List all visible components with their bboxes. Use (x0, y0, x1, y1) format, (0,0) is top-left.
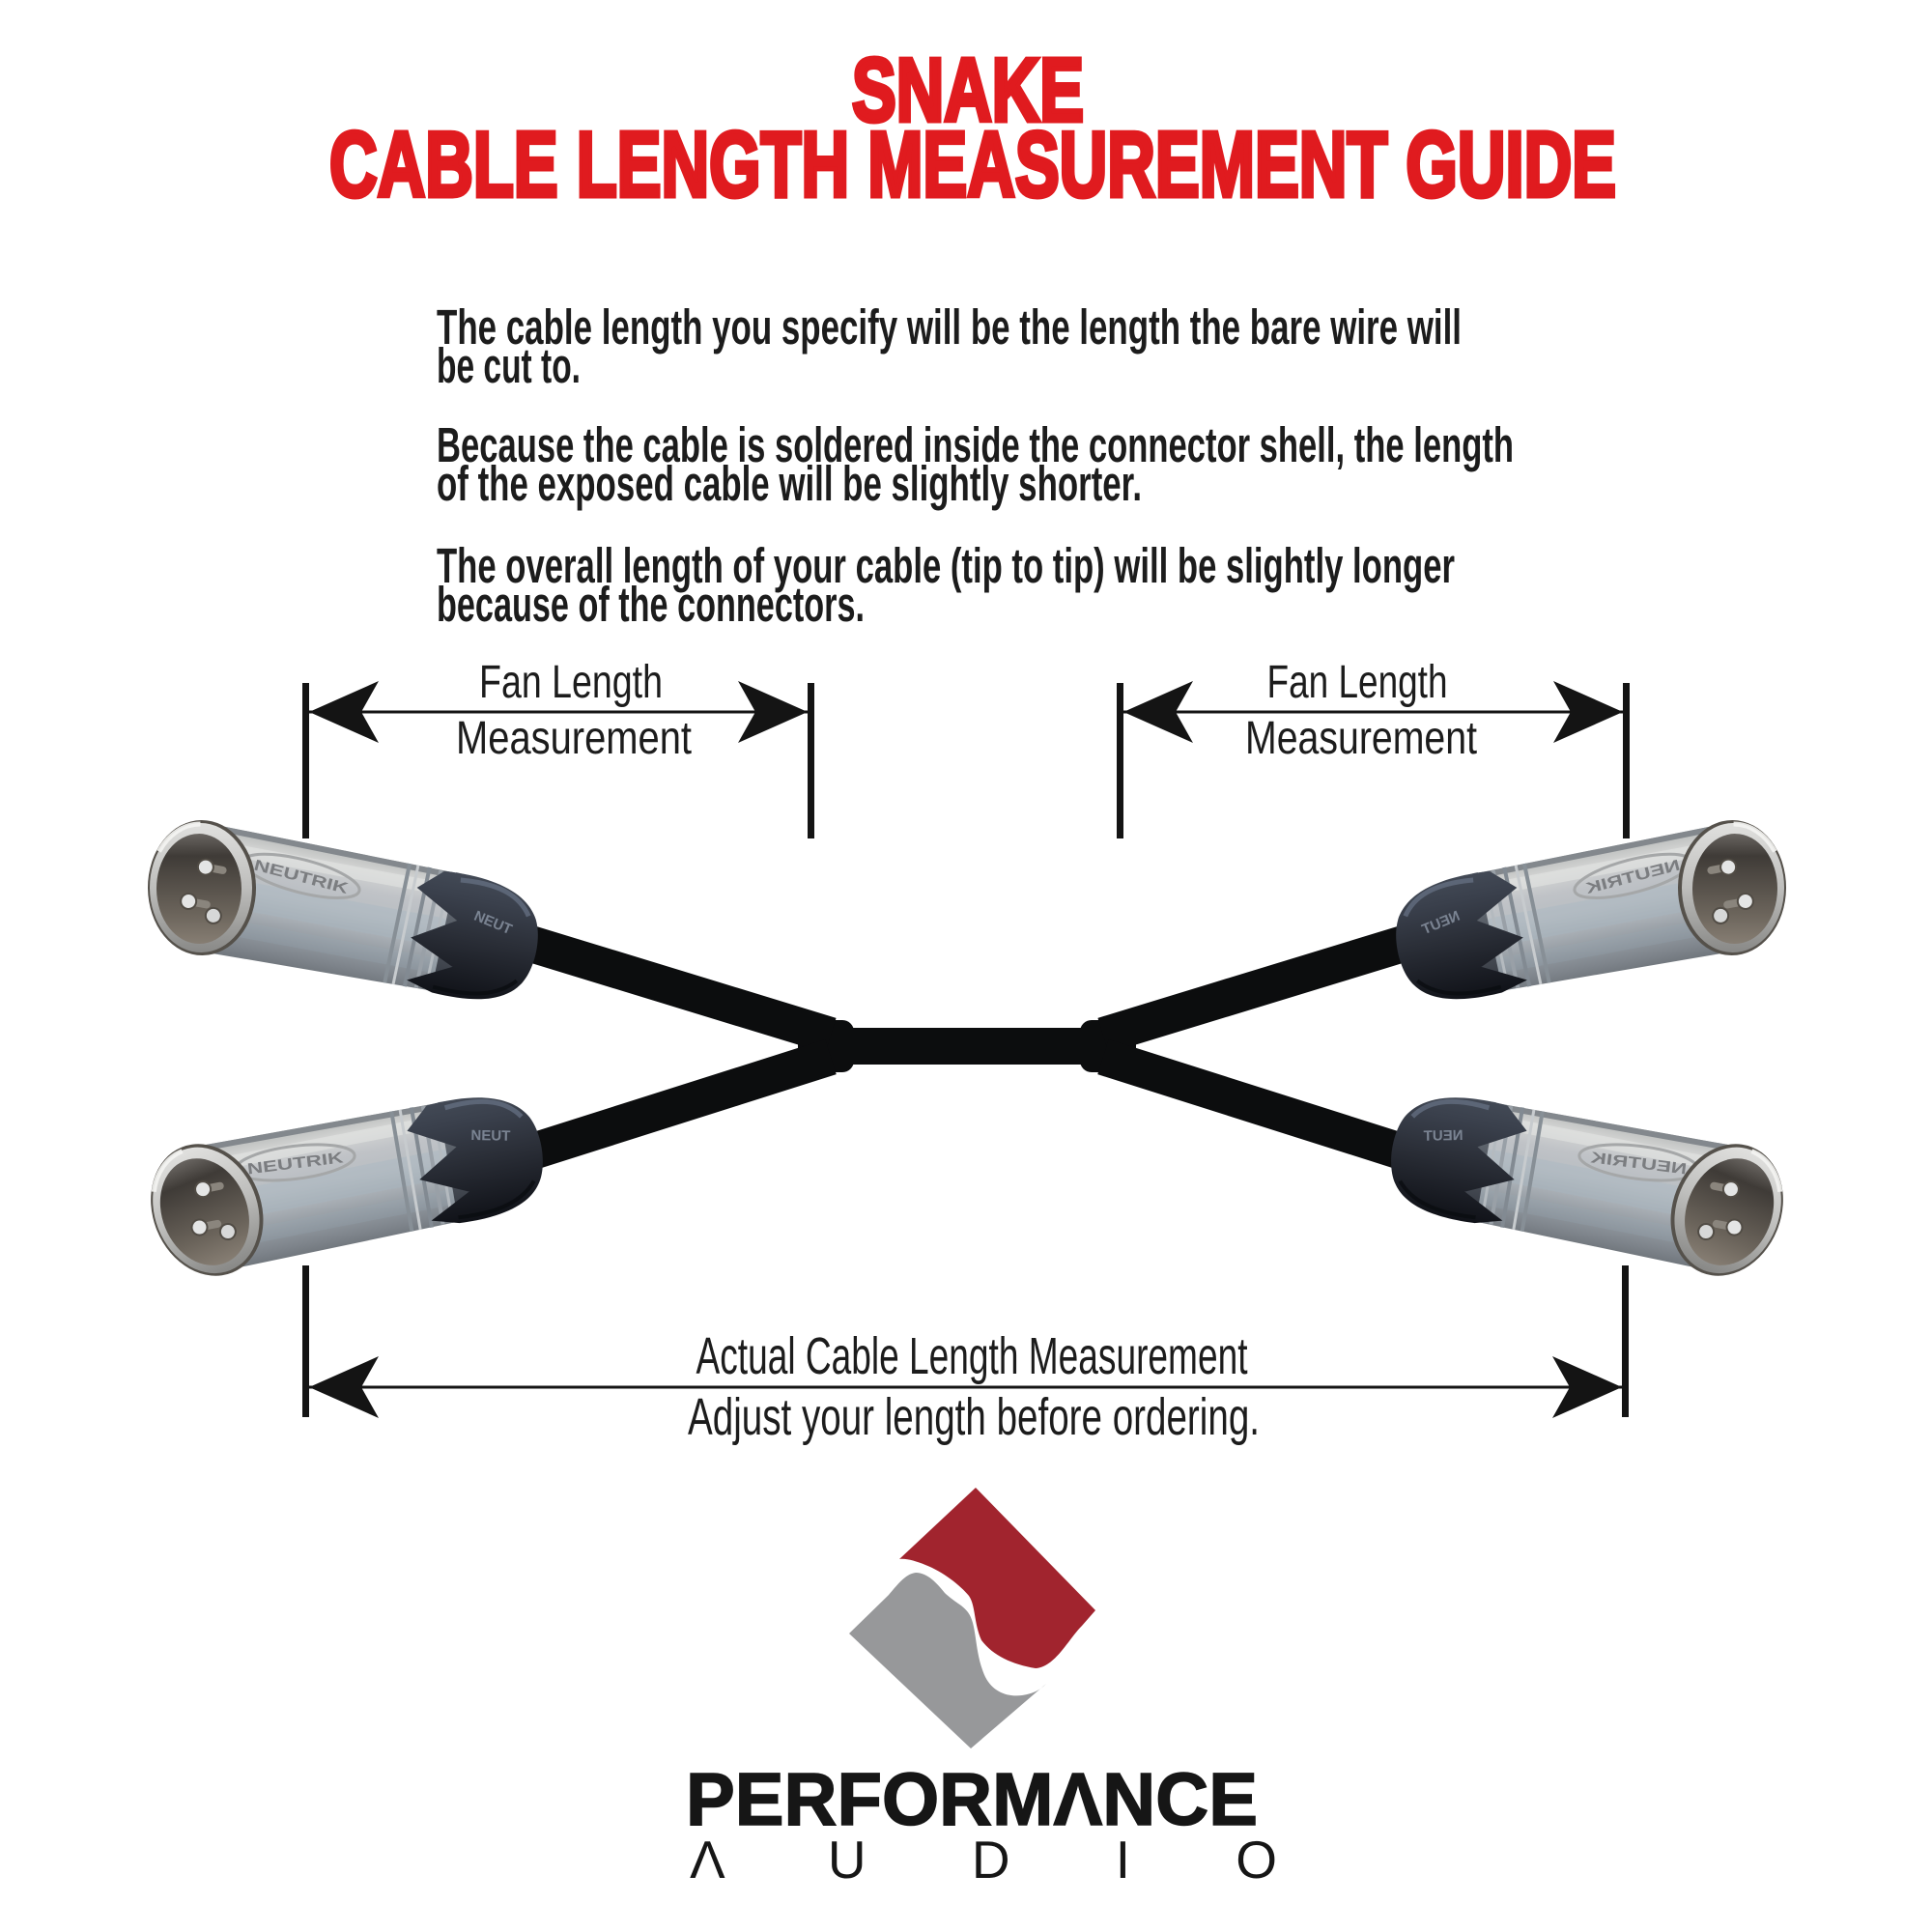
svg-text:Fan Length: Fan Length (1267, 657, 1448, 708)
svg-text:because of the connectors.: because of the connectors. (437, 577, 865, 632)
svg-text:Because the cable is soldered: Because the cable is soldered inside the… (437, 417, 1514, 472)
svg-text:Measurement: Measurement (456, 713, 692, 764)
svg-text:CABLE LENGTH MEASUREMENT GUIDE: CABLE LENGTH MEASUREMENT GUIDE (329, 113, 1616, 216)
svg-text:Actual Cable Length Measuremen: Actual Cable Length Measurement (696, 1327, 1248, 1385)
svg-text:Fan Length: Fan Length (479, 657, 663, 708)
svg-text:The cable length you specify w: The cable length you specify will be the… (437, 299, 1462, 355)
svg-text:Λ U D I O: Λ U D I O (690, 1830, 1277, 1889)
svg-text:Adjust your length before orde: Adjust your length before ordering. (688, 1388, 1260, 1446)
svg-text:be cut to.: be cut to. (437, 338, 581, 393)
svg-text:The overall length of your cab: The overall length of your cable (tip to… (437, 538, 1455, 593)
svg-text:Measurement: Measurement (1245, 713, 1477, 764)
svg-text:PERFORMΛNCE: PERFORMΛNCE (686, 1758, 1258, 1841)
svg-text:of the exposed cable will be s: of the exposed cable will be slightly sh… (437, 456, 1142, 511)
svg-text:SNAKE: SNAKE (852, 40, 1084, 140)
